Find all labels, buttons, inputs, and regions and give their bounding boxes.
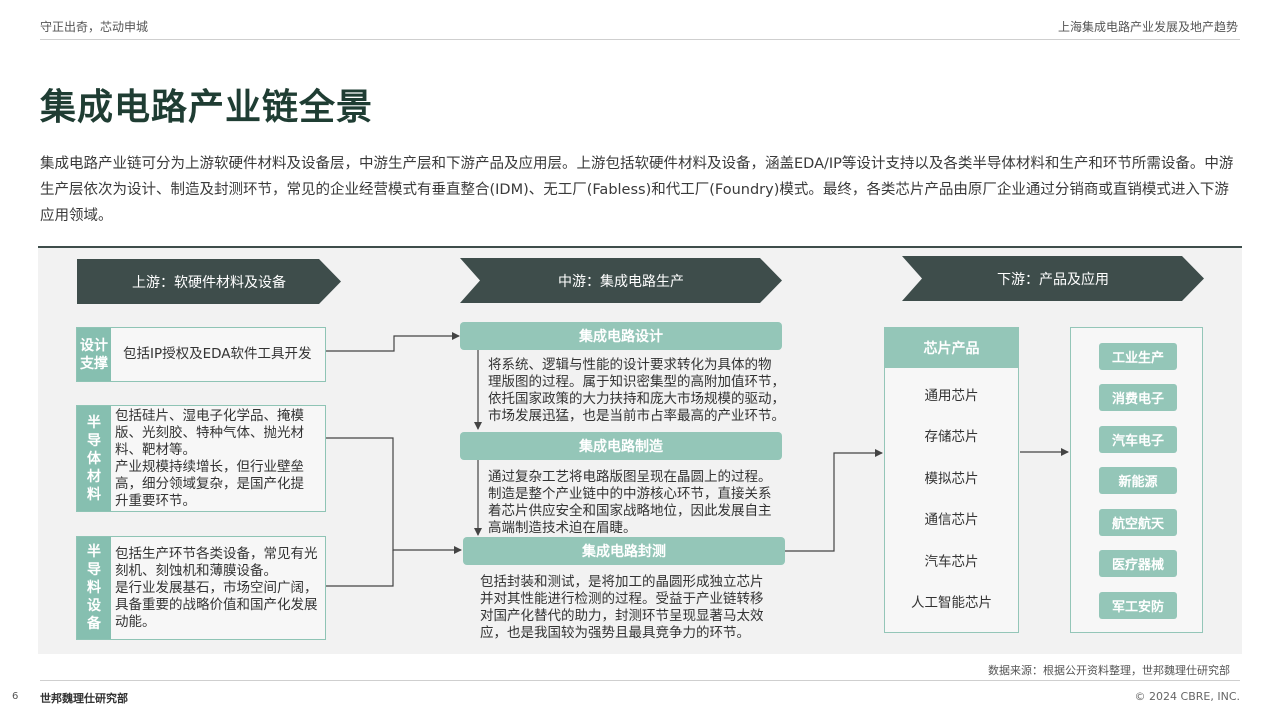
upstream-box-semiconductor-materials: 半 导 体 材 料 包括硅片、湿电子化学品、掩模 版、光刻胶、特种气体、抛光材 … bbox=[76, 405, 326, 512]
stage-title: 集成电路封测 bbox=[582, 544, 666, 560]
chip-item: 汽车芯片 bbox=[924, 554, 979, 570]
upstream-box-tag: 半 导 体 材 料 bbox=[77, 406, 111, 511]
chip-item: 通信芯片 bbox=[924, 512, 979, 528]
application-pill: 医疗器械 bbox=[1099, 550, 1177, 577]
chip-item: 通用芯片 bbox=[924, 388, 979, 404]
header-divider bbox=[40, 39, 1240, 40]
application-pill: 汽车电子 bbox=[1099, 426, 1177, 453]
application-pill: 消费电子 bbox=[1099, 384, 1177, 411]
application-pill: 工业生产 bbox=[1099, 343, 1177, 370]
footer-divider bbox=[40, 680, 1240, 681]
header-right: 上海集成电路产业发展及地产趋势 bbox=[1057, 20, 1238, 34]
midstream-stage-manufacturing: 集成电路制造 bbox=[460, 432, 782, 460]
intro-paragraph: 集成电路产业链可分为上游软硬件材料及设备层，中游生产层和下游产品及应用层。上游包… bbox=[40, 156, 1234, 224]
downstream-header: 下游：产品及应用 bbox=[902, 256, 1204, 301]
upstream-header-label: 上游：软硬件材料及设备 bbox=[132, 274, 286, 291]
upstream-box-tag: 设计 支撑 bbox=[77, 328, 111, 381]
footer-left: 世邦魏理仕研究部 bbox=[40, 692, 128, 705]
midstream-stage-design: 集成电路设计 bbox=[460, 322, 782, 350]
downstream-header-label: 下游：产品及应用 bbox=[997, 271, 1109, 288]
upstream-header: 上游：软硬件材料及设备 bbox=[77, 259, 341, 304]
stage-title: 集成电路设计 bbox=[579, 329, 663, 345]
chip-item: 模拟芯片 bbox=[924, 471, 979, 487]
application-pill: 航空航天 bbox=[1099, 509, 1177, 536]
data-source-note: 数据来源：根据公开资料整理，世邦魏理仕研究部 bbox=[988, 664, 1230, 677]
page-title: 集成电路产业链全景 bbox=[40, 86, 374, 128]
chip-item: 存储芯片 bbox=[924, 429, 979, 445]
application-pill: 新能源 bbox=[1099, 467, 1177, 494]
stage-description: 通过复杂工艺将电路版图呈现在晶圆上的过程。 制造是整个产业链中的中游核心环节，直… bbox=[488, 469, 772, 536]
footer-copyright: © 2024 CBRE, INC. bbox=[1134, 690, 1240, 703]
upstream-box-tag: 半 导 料 设 备 bbox=[77, 537, 111, 639]
applications-column: 工业生产 消费电子 汽车电子 新能源 航空航天 医疗器械 军工安防 bbox=[1070, 327, 1203, 633]
midstream-header: 中游：集成电路生产 bbox=[460, 258, 782, 303]
stage-description: 包括封装和测试，是将加工的晶圆形成独立芯片 并对其性能进行检测的过程。受益于产业… bbox=[480, 574, 764, 641]
upstream-box-text: 包括生产环节各类设备，常见有光 刻机、刻蚀机和薄膜设备。 是行业发展基石，市场空… bbox=[115, 545, 318, 630]
chip-products-title: 芯片产品 bbox=[885, 328, 1018, 368]
chip-products-column: 芯片产品 通用芯片 存储芯片 模拟芯片 通信芯片 汽车芯片 人工智能芯片 bbox=[884, 327, 1019, 633]
midstream-stage-packaging-testing: 集成电路封测 bbox=[463, 537, 785, 565]
upstream-box-text: 包括硅片、湿电子化学品、掩模 版、光刻胶、特种气体、抛光材 料、靶材等。 产业规… bbox=[115, 407, 304, 509]
upstream-box-design-support: 设计 支撑 包括IP授权及EDA软件工具开发 bbox=[76, 327, 326, 382]
header-left: 守正出奇，芯动申城 bbox=[40, 20, 149, 34]
midstream-header-label: 中游：集成电路生产 bbox=[558, 273, 684, 290]
upstream-box-text: 包括IP授权及EDA软件工具开发 bbox=[123, 346, 312, 362]
upstream-box-semiconductor-equipment: 半 导 料 设 备 包括生产环节各类设备，常见有光 刻机、刻蚀机和薄膜设备。 是… bbox=[76, 536, 326, 640]
stage-description: 将系统、逻辑与性能的设计要求转化为具体的物 理版图的过程。属于知识密集型的高附加… bbox=[488, 357, 785, 424]
application-pill: 军工安防 bbox=[1099, 592, 1177, 619]
page-number: 6 bbox=[12, 691, 19, 702]
chip-item: 人工智能芯片 bbox=[911, 595, 992, 611]
stage-title: 集成电路制造 bbox=[579, 439, 663, 455]
